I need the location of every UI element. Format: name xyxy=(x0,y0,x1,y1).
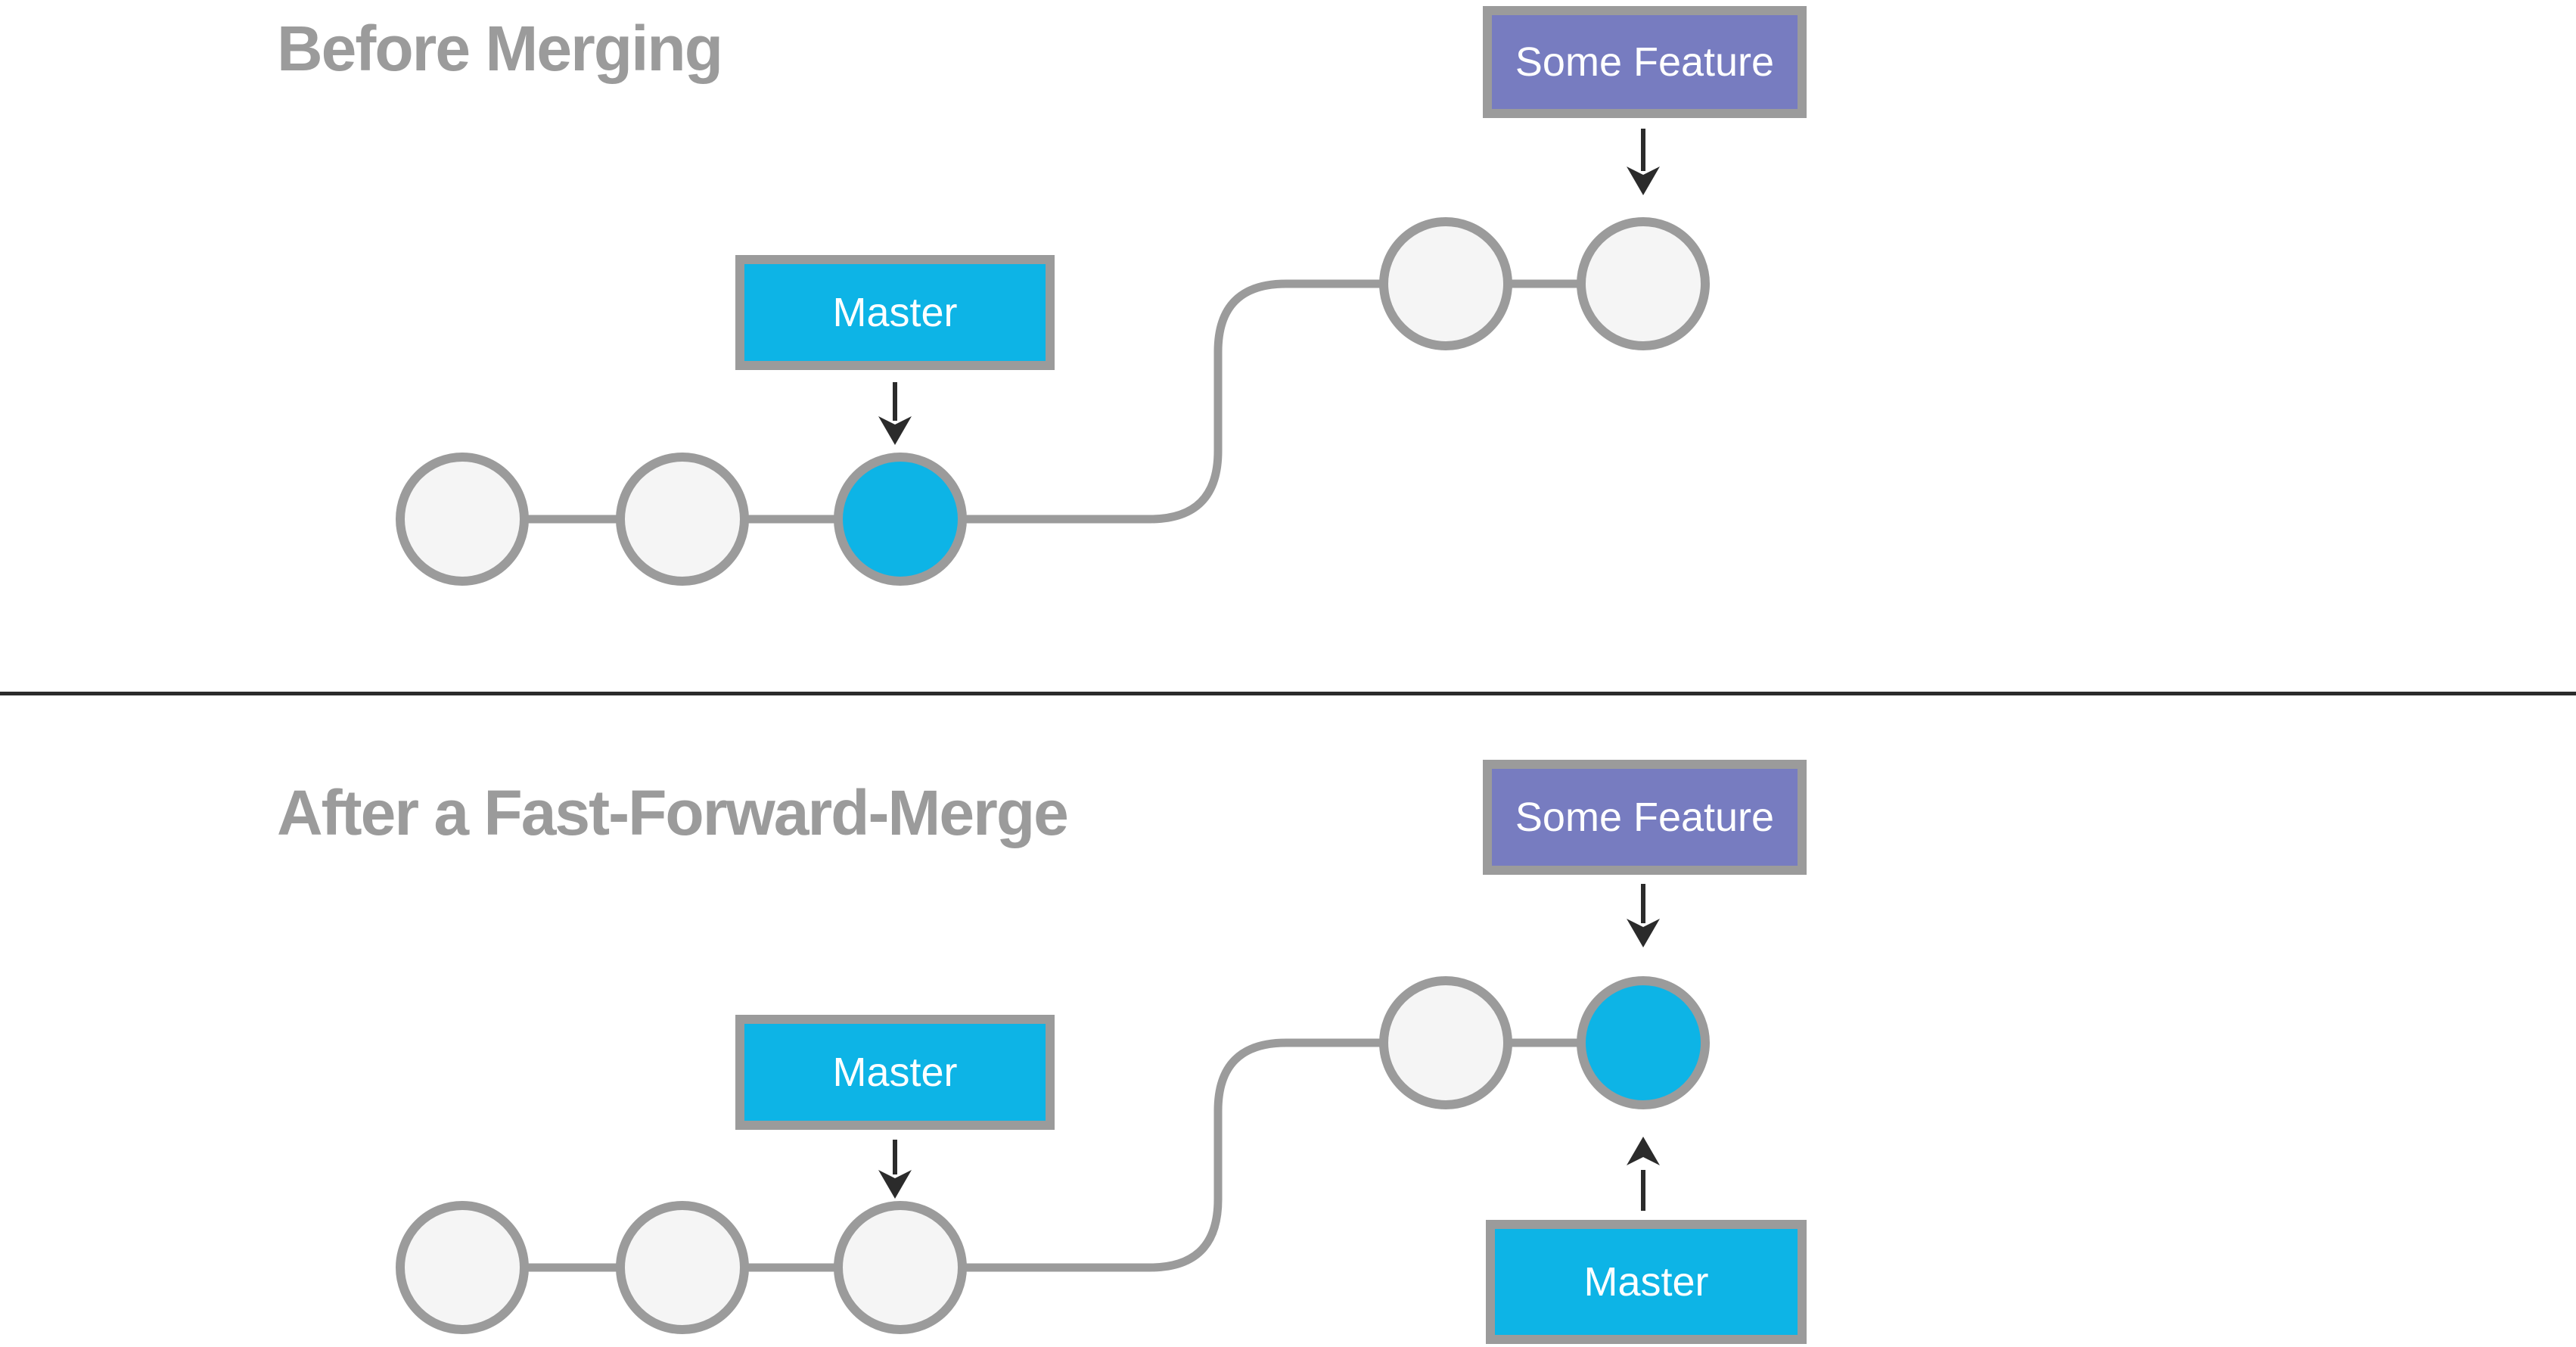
commit-node-master-head xyxy=(834,453,967,586)
commit-node xyxy=(616,453,749,586)
commit-node xyxy=(396,453,529,586)
master-branch-label: Master xyxy=(735,1015,1055,1130)
branch-line-before xyxy=(462,279,1643,524)
arrow-down-icon xyxy=(1627,129,1660,195)
master-branch-label: Master xyxy=(735,255,1055,370)
feature-branch-label-text: Some Feature xyxy=(1515,39,1775,85)
feature-branch-label-text: Some Feature xyxy=(1515,795,1775,840)
commit-node-merged-head xyxy=(1577,976,1710,1109)
arrow-down-icon xyxy=(878,382,912,445)
merged-master-label: Master xyxy=(1486,1220,1807,1344)
arrow-up-icon xyxy=(1627,1137,1660,1211)
section-title-before: Before Merging xyxy=(277,13,723,84)
commit-node xyxy=(396,1201,529,1334)
commit-node-old-master xyxy=(834,1201,967,1334)
master-branch-label-text: Master xyxy=(832,290,958,335)
merged-master-label-text: Master xyxy=(1583,1259,1709,1305)
master-branch-label-text: Master xyxy=(832,1050,958,1095)
commit-node xyxy=(1379,976,1512,1109)
branch-line-after xyxy=(462,1038,1643,1272)
commit-node xyxy=(616,1201,749,1334)
feature-branch-label: Some Feature xyxy=(1483,760,1807,875)
commit-node-feature-head xyxy=(1577,217,1710,350)
commit-node xyxy=(1379,217,1512,350)
section-title-after: After a Fast-Forward-Merge xyxy=(277,777,1069,848)
feature-branch-label: Some Feature xyxy=(1483,6,1807,118)
arrow-down-icon xyxy=(1627,884,1660,947)
arrow-down-icon xyxy=(878,1140,912,1199)
section-divider xyxy=(0,692,2576,695)
